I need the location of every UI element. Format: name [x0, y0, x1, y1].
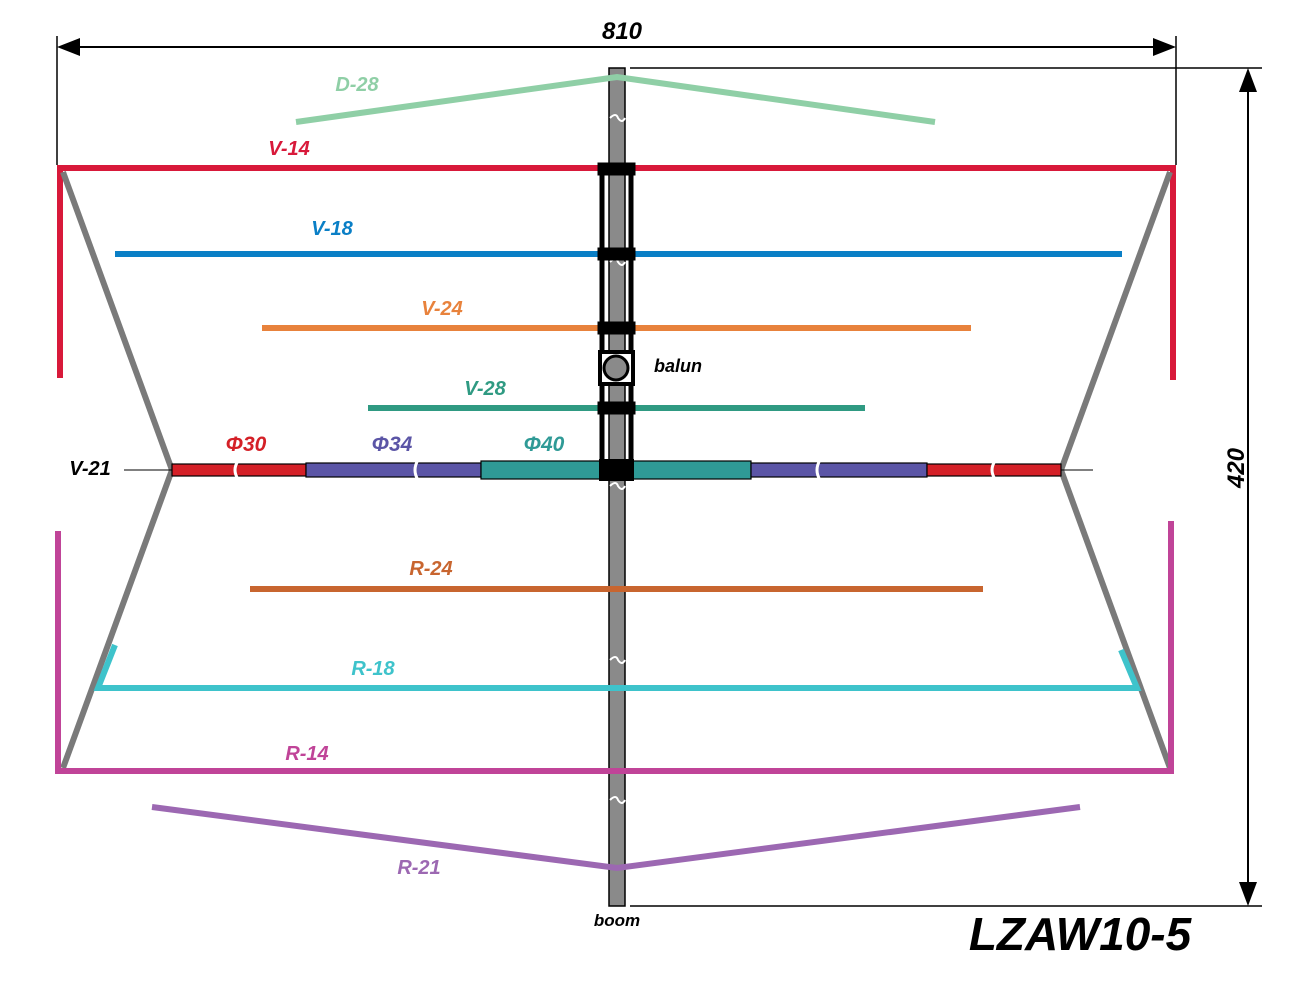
label-phi34: Φ34: [372, 433, 413, 456]
tube-break-4: [990, 460, 997, 480]
element-r14: [55, 521, 1174, 774]
label-v18: V-18: [311, 218, 353, 240]
label-balun: balun: [654, 356, 702, 376]
boom-break-3: [609, 482, 626, 490]
label-boom: boom: [594, 911, 640, 930]
dimension-lines: [56, 36, 1262, 907]
boom-break-1: [609, 114, 626, 122]
label-phi30: Φ30: [226, 433, 267, 456]
tube-phi34-left: [305, 462, 482, 478]
feed-lines: [60, 170, 1173, 770]
diagram-title: LZAW10-5: [969, 908, 1193, 960]
boom-break-5: [609, 796, 626, 804]
tube-break-1: [233, 460, 240, 480]
width-arrow-right-icon: [1153, 38, 1176, 56]
label-r24: R-24: [409, 558, 452, 580]
boom-break-4: [609, 656, 626, 664]
dim-height-label: 420: [1223, 447, 1250, 489]
dim-width-label: 810: [602, 18, 643, 45]
feed-line-lower-right: [1058, 468, 1173, 770]
tube-break-2: [413, 459, 420, 481]
element-r21: [151, 804, 1081, 872]
label-r21: R-21: [397, 857, 440, 879]
label-v14: V-14: [268, 138, 310, 160]
tube-phi30-left: [171, 463, 307, 477]
height-arrow-bottom-icon: [1239, 882, 1257, 906]
label-v24: V-24: [421, 298, 463, 320]
element-r18: [93, 643, 1142, 691]
element-d28: [295, 73, 936, 125]
height-arrow-top-icon: [1239, 68, 1257, 92]
feeder-clamp-v28: [597, 401, 636, 415]
feed-line-upper-left: [60, 170, 175, 472]
feeder-clamp-top: [597, 162, 636, 176]
boom: [608, 67, 626, 907]
label-d28: D-28: [335, 74, 379, 96]
feeder-clamp-v24: [597, 321, 636, 335]
tube-phi34-right: [750, 462, 928, 478]
label-v28: V-28: [464, 378, 506, 400]
tube-break-3: [815, 459, 822, 481]
element-v21: [171, 460, 1062, 480]
tube-breaks: [233, 459, 997, 481]
balun-icon: [602, 354, 630, 382]
label-r18: R-18: [351, 658, 395, 680]
label-phi40: Φ40: [524, 433, 565, 456]
feeder-clamp-v18: [597, 247, 636, 261]
label-v21: V-21: [69, 458, 111, 480]
feeder-clamp-v21: [599, 459, 634, 481]
width-arrow-left-icon: [57, 38, 80, 56]
feed-line-upper-right: [1058, 170, 1173, 472]
feed-line-lower-left: [60, 468, 175, 770]
label-r14: R-14: [285, 743, 328, 765]
